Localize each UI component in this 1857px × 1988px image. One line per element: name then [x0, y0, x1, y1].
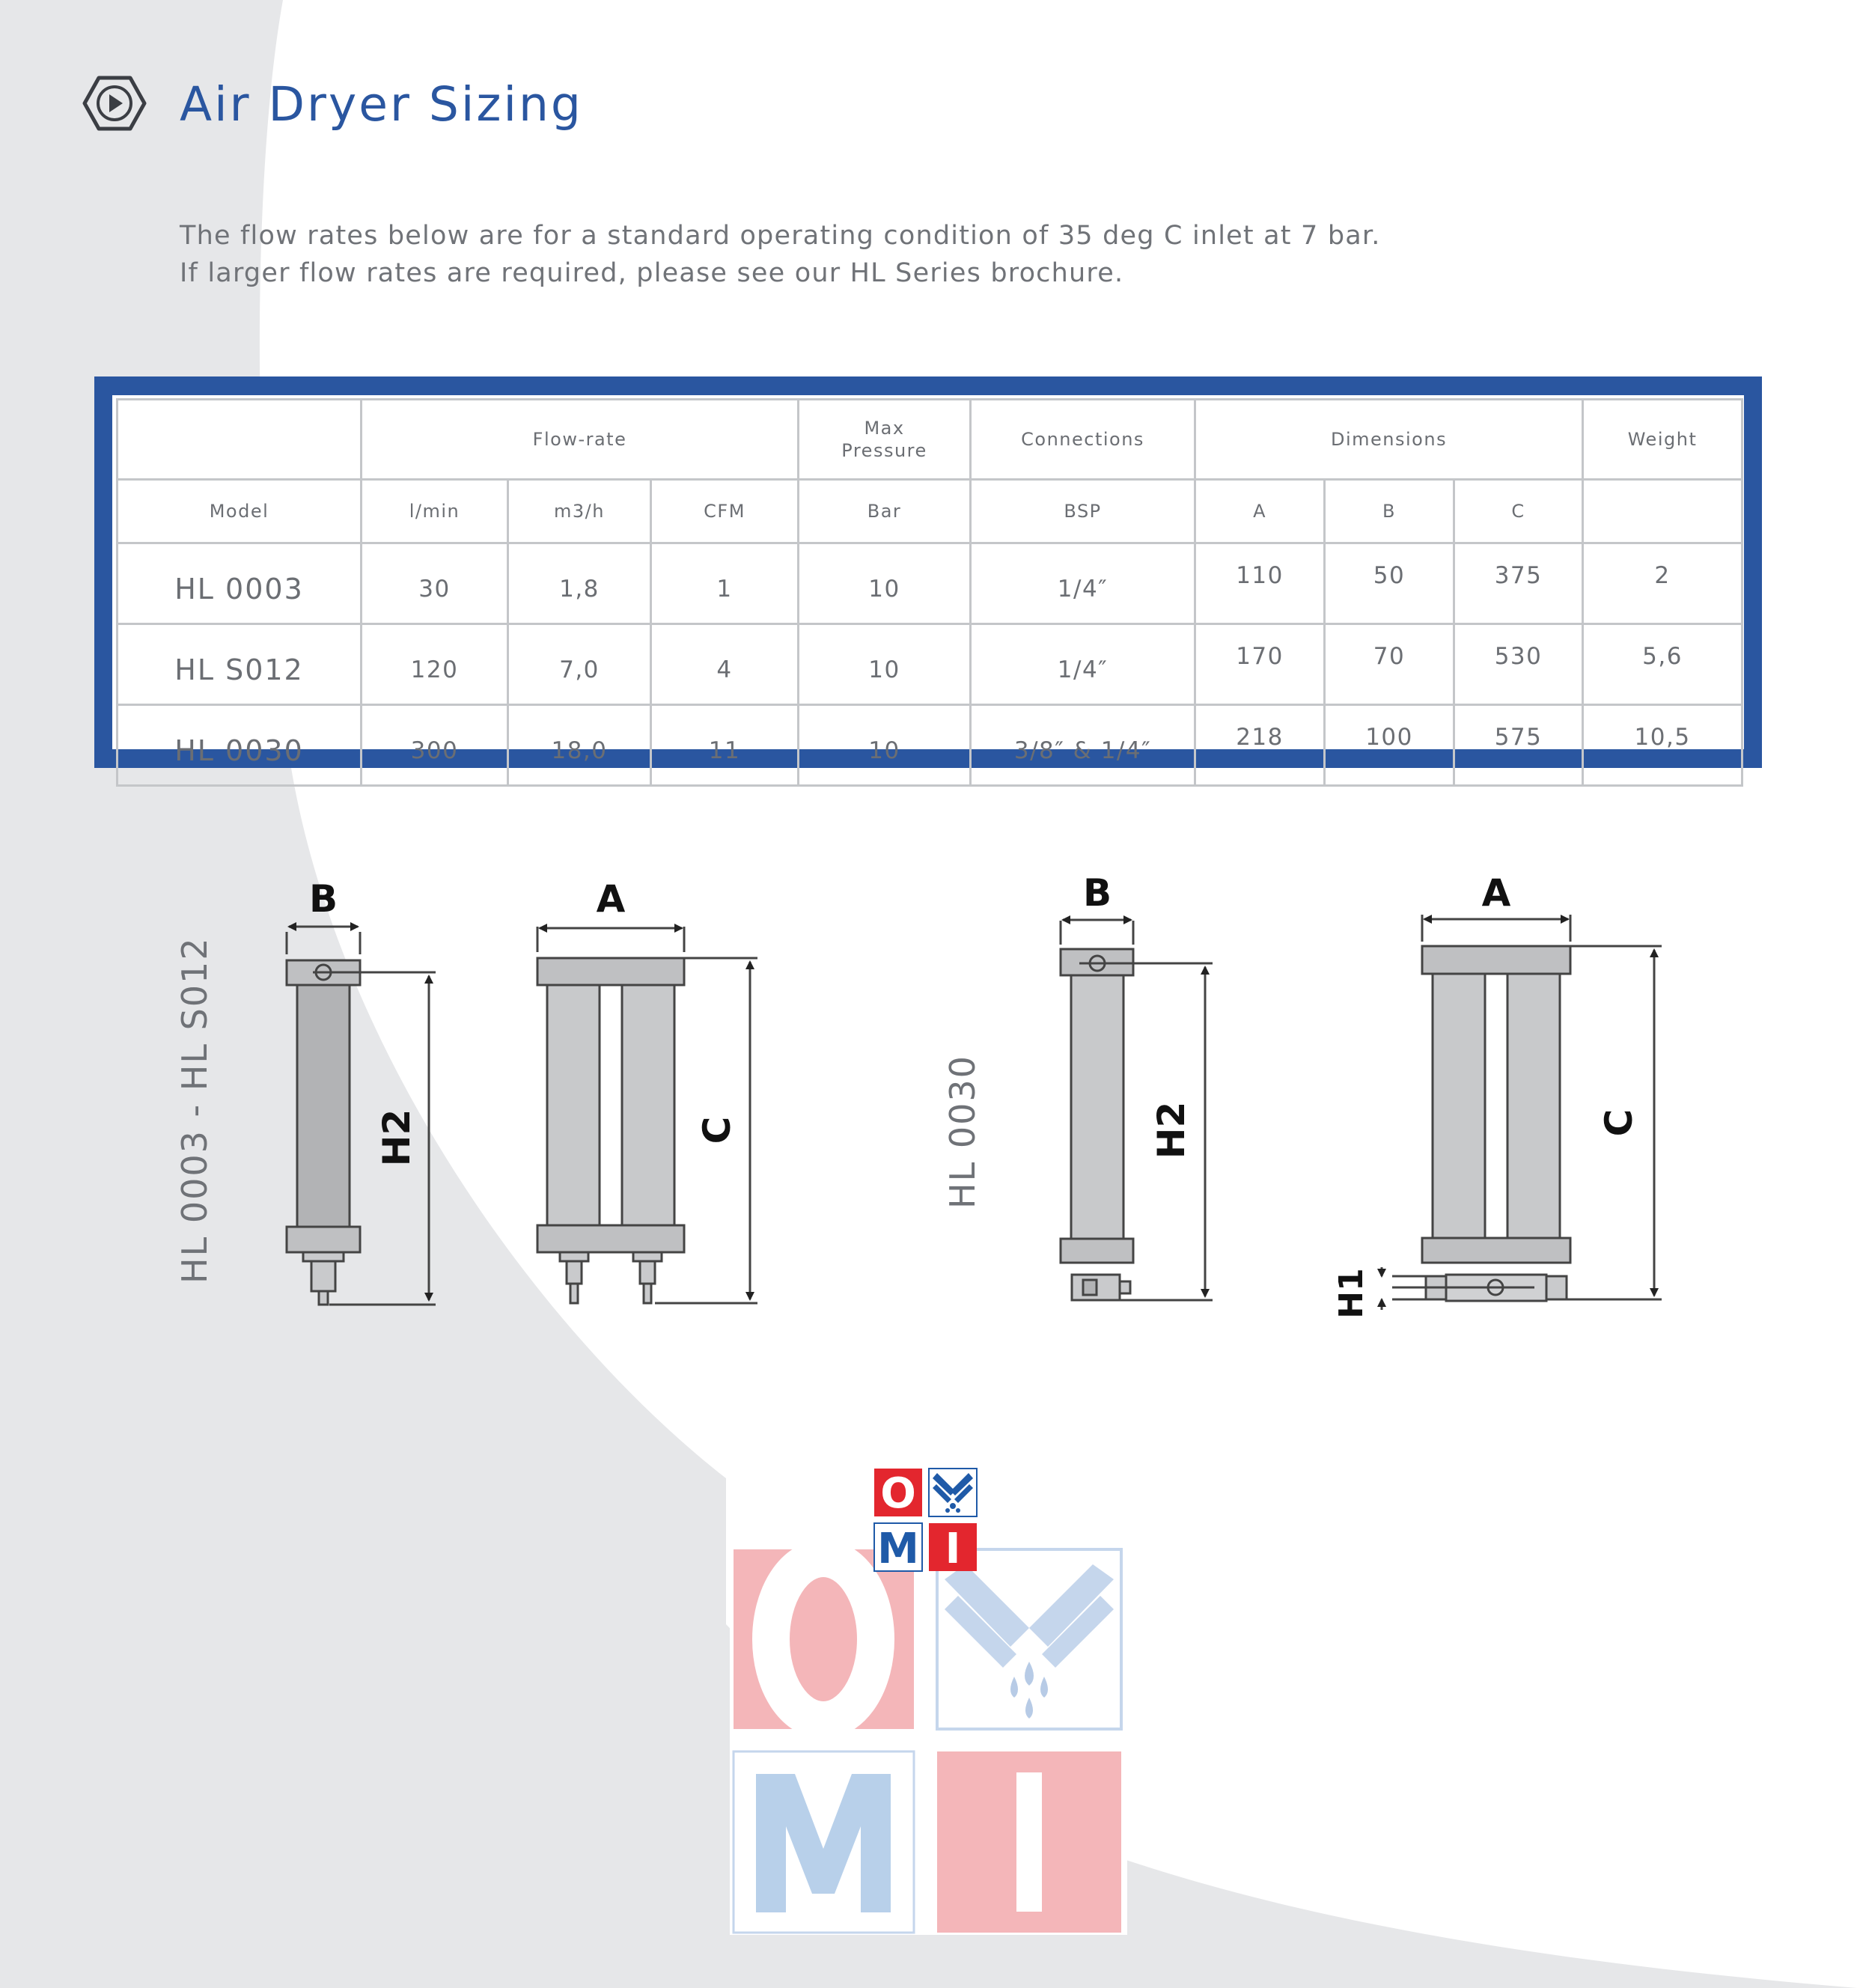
dim-label-c: C — [695, 1117, 739, 1144]
cell-bsp: 1/4″ — [969, 623, 1197, 706]
drawing-side-view-large — [1059, 915, 1213, 1302]
cell-weight: 5,6 — [1582, 623, 1744, 706]
cell-m3h: 7,0 — [507, 623, 652, 706]
dim-label-a: A — [597, 877, 626, 921]
subheader-m3h: m3/h — [507, 478, 652, 544]
cell-bar: 10 — [797, 704, 972, 787]
omi-logo-large — [730, 1534, 1127, 1935]
logo-letter-m: M — [877, 1525, 919, 1573]
dim-label-h2: H2 — [375, 1109, 418, 1167]
cell-a: 110 — [1194, 542, 1326, 625]
header-flow-rate: Flow-rate — [359, 398, 800, 481]
cell-cfm: 1 — [649, 542, 800, 625]
cell-a: 218 — [1194, 704, 1326, 787]
cell-b: 70 — [1323, 623, 1456, 706]
header-dimensions: Dimensions — [1194, 398, 1585, 481]
cell-model: HL S012 — [116, 623, 362, 706]
group2-label: HL 0030 — [942, 1055, 983, 1209]
cell-bar: 10 — [797, 542, 972, 625]
dim-label-h2-large: H2 — [1150, 1102, 1193, 1159]
cell-model: HL 0030 — [116, 704, 362, 787]
drawing-front-view-small — [536, 924, 757, 1305]
header-max-pressure-text: Max Pressure — [841, 418, 927, 461]
header-empty — [116, 398, 362, 481]
subheader-bsp: BSP — [969, 478, 1197, 544]
cell-lmin: 30 — [360, 542, 509, 625]
dim-label-h1: H1 — [1332, 1268, 1370, 1318]
subheader-bar: Bar — [797, 478, 972, 544]
cell-a: 170 — [1194, 623, 1326, 706]
subheader-c: C — [1453, 478, 1585, 544]
subheader-weight-empty — [1582, 478, 1744, 544]
cell-cfm: 11 — [649, 704, 800, 787]
dim-label-b: B — [309, 877, 338, 921]
play-hexagon-icon — [82, 76, 147, 131]
table-row: HL S012 120 7,0 4 10 1/4″ 170 70 530 5,6 — [116, 623, 1744, 706]
cell-bsp: 1/4″ — [969, 542, 1197, 625]
cell-model: HL 0003 — [116, 542, 362, 625]
intro-text: The flow rates below are for a standard … — [180, 217, 1381, 292]
drawing-side-view-small — [285, 922, 436, 1306]
subheader-a: A — [1194, 478, 1326, 544]
dim-label-c-large: C — [1597, 1109, 1641, 1137]
table-header-row-1: Flow-rate Max Pressure Connections Dimen… — [116, 398, 1744, 481]
subheader-b: B — [1323, 478, 1456, 544]
dim-label-a-large: A — [1482, 871, 1511, 915]
cell-c: 375 — [1453, 542, 1585, 625]
intro-line-1: The flow rates below are for a standard … — [180, 221, 1381, 251]
cell-bar: 10 — [797, 623, 972, 706]
cell-m3h: 1,8 — [507, 542, 652, 625]
cell-m3h: 18,0 — [507, 704, 652, 787]
cell-b: 100 — [1323, 704, 1456, 787]
subheader-model: Model — [116, 478, 362, 544]
header-weight: Weight — [1582, 398, 1744, 481]
subheader-lmin: l/min — [360, 478, 509, 544]
cell-c: 530 — [1453, 623, 1585, 706]
dim-label-b-large: B — [1083, 871, 1112, 915]
logo-letter-o: O — [880, 1469, 916, 1518]
group1-label: HL 0003 - HL S012 — [174, 936, 215, 1284]
omi-logo-small: O M I — [873, 1468, 978, 1573]
cell-lmin: 300 — [360, 704, 509, 787]
header-max-pressure: Max Pressure — [797, 398, 972, 481]
subheader-cfm: CFM — [649, 478, 800, 544]
cell-cfm: 4 — [649, 623, 800, 706]
table-header-row-2: Model l/min m3/h CFM Bar BSP A B C — [116, 478, 1744, 544]
table-row: HL 0030 300 18,0 11 10 3/8″ & 1/4″ 218 1… — [116, 704, 1744, 787]
header-connections: Connections — [969, 398, 1197, 481]
drawing-front-view-large — [1377, 915, 1662, 1310]
intro-line-2: If larger flow rates are required, pleas… — [180, 258, 1124, 288]
table-row: HL 0003 30 1,8 1 10 1/4″ 110 50 375 2 — [116, 542, 1744, 625]
logo-letter-i: I — [945, 1525, 961, 1573]
cell-c: 575 — [1453, 704, 1585, 787]
page-title: Air Dryer Sizing — [180, 77, 583, 132]
cell-lmin: 120 — [360, 623, 509, 706]
cell-bsp: 3/8″ & 1/4″ — [969, 704, 1197, 787]
cell-weight: 10,5 — [1582, 704, 1744, 787]
cell-weight: 2 — [1582, 542, 1744, 625]
cell-b: 50 — [1323, 542, 1456, 625]
sizing-table: Flow-rate Max Pressure Connections Dimen… — [116, 398, 1744, 787]
